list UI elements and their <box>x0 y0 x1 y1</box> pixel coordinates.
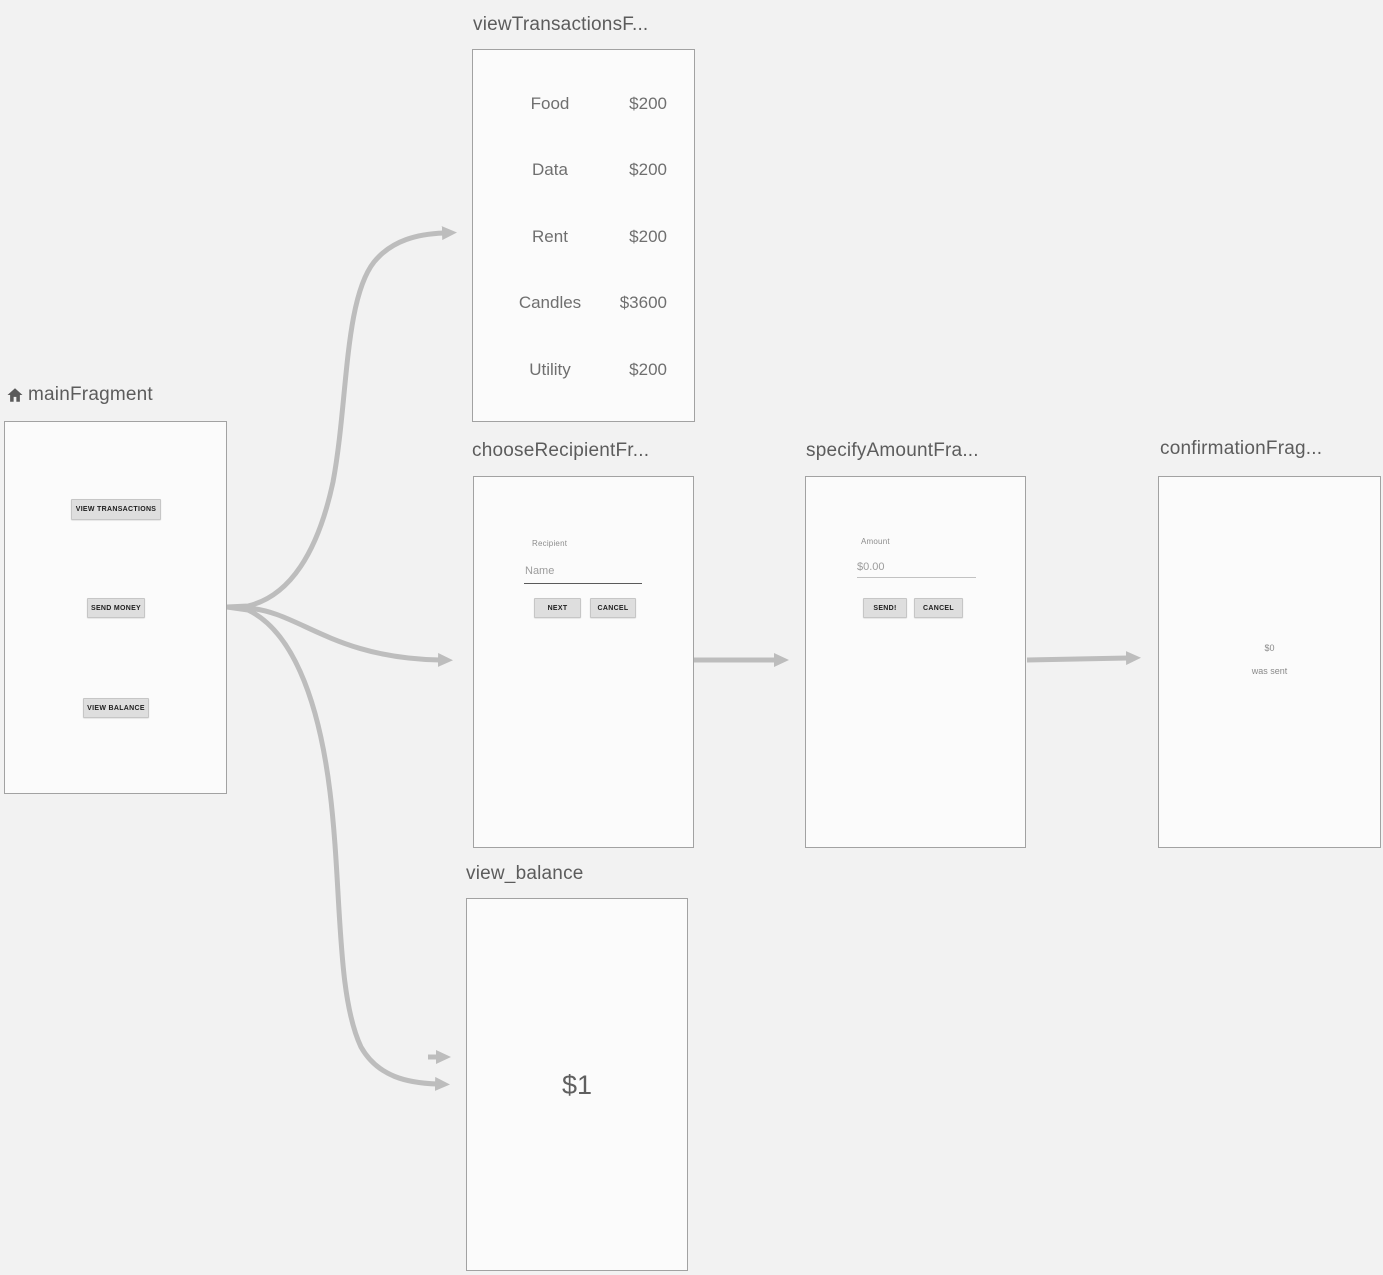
preview-send-money-button: SEND MONEY <box>87 598 145 618</box>
fragment-title-view-balance[interactable]: view_balance <box>466 863 584 885</box>
preview-view-balance-button: VIEW BALANCE <box>83 698 149 718</box>
transaction-label: Utility <box>529 360 571 379</box>
transaction-label: Data <box>532 160 568 179</box>
fragment-panel-view-transactions[interactable]: Food $200 Data $200 Rent $200 Candles $3… <box>472 49 695 422</box>
amount-input-underline <box>857 577 976 578</box>
action-main-to-view-transactions[interactable] <box>226 226 457 610</box>
fragment-title-main[interactable]: mainFragment <box>6 384 153 406</box>
transaction-row: Candles $3600 <box>473 293 694 313</box>
fragment-title-label: viewTransactionsF... <box>473 14 649 35</box>
fragment-panel-specify-amount[interactable]: Amount $0.00 SEND! CANCEL <box>805 476 1026 848</box>
action-specify-amount-to-confirmation[interactable] <box>1026 651 1141 666</box>
preview-send-button: SEND! <box>863 598 907 618</box>
fragment-title-label: view_balance <box>466 863 584 884</box>
fragment-title-label: specifyAmountFra... <box>806 440 979 461</box>
transaction-value: $200 <box>629 94 667 113</box>
transaction-row: Utility $200 <box>473 360 694 380</box>
recipient-name-input: Name <box>525 565 555 577</box>
fragment-title-view-transactions[interactable]: viewTransactionsF... <box>473 14 648 36</box>
fragment-panel-confirmation[interactable]: $0 was sent <box>1158 476 1381 848</box>
fragment-title-confirmation[interactable]: confirmationFrag... <box>1160 438 1322 460</box>
preview-cancel-button: CANCEL <box>590 598 636 618</box>
confirmation-amount-text: $0 <box>1264 643 1275 653</box>
preview-cancel-button: CANCEL <box>914 598 963 618</box>
transaction-label: Candles <box>518 293 582 312</box>
preview-next-button: NEXT <box>534 598 581 618</box>
balance-amount-text: $1 <box>561 1070 593 1100</box>
transaction-label: Food <box>530 94 570 113</box>
home-icon <box>7 388 23 402</box>
action-main-to-view-balance[interactable] <box>226 604 450 1091</box>
recipient-field-label: Recipient <box>532 539 568 548</box>
transaction-label: Rent <box>532 227 568 246</box>
fragment-panel-view-balance[interactable]: $1 <box>466 898 688 1271</box>
transaction-value: $200 <box>629 160 667 179</box>
transaction-row: Food $200 <box>473 94 694 114</box>
amount-field-label: Amount <box>861 537 890 546</box>
fragment-title-specify-amount[interactable]: specifyAmountFra... <box>806 440 979 462</box>
transaction-value: $200 <box>629 227 667 246</box>
recipient-input-underline <box>524 583 642 584</box>
action-main-to-choose-recipient[interactable] <box>226 604 453 667</box>
transaction-row: Rent $200 <box>473 227 694 247</box>
fragment-panel-main[interactable]: VIEW TRANSACTIONS SEND MONEY VIEW BALANC… <box>4 421 227 794</box>
amount-input: $0.00 <box>857 561 885 573</box>
preview-view-transactions-button: VIEW TRANSACTIONS <box>71 499 161 520</box>
fragment-title-label: chooseRecipientFr... <box>472 440 650 461</box>
confirmation-message-text: was sent <box>1251 666 1288 676</box>
transaction-value: $200 <box>629 360 667 379</box>
fragment-panel-choose-recipient[interactable]: Recipient Name NEXT CANCEL <box>473 476 694 848</box>
transaction-row: Data $200 <box>473 160 694 180</box>
fragment-title-choose-recipient[interactable]: chooseRecipientFr... <box>472 440 649 462</box>
transaction-value: $3600 <box>619 293 667 312</box>
fragment-title-label: confirmationFrag... <box>1160 438 1323 459</box>
fragment-title-label: mainFragment <box>28 384 153 405</box>
